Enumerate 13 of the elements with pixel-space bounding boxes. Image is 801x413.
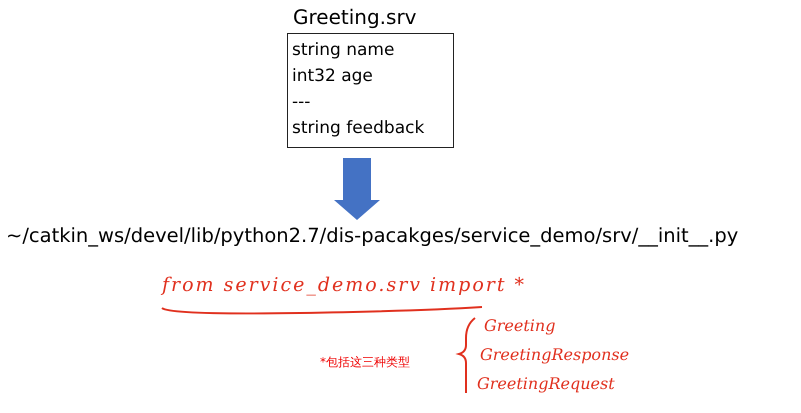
field-line: string name bbox=[292, 39, 394, 62]
file-heading: Greeting.srv bbox=[293, 5, 416, 29]
file-path-text: ~/catkin_ws/devel/lib/python2.7/dis-pacakges/service_demo/srv/__init__.py bbox=[6, 224, 738, 247]
handwritten-import-note: from service_demo.srv import * bbox=[162, 274, 526, 296]
handwritten-type-name: GreetingResponse bbox=[480, 345, 630, 364]
field-line: int32 age bbox=[292, 65, 373, 88]
field-line: string feedback bbox=[292, 117, 424, 140]
handwritten-type-name: GreetingRequest bbox=[477, 374, 615, 393]
message-definition-box bbox=[287, 33, 454, 148]
handwritten-type-name: Greeting bbox=[484, 316, 556, 335]
annotation-text: *包括这三种类型 bbox=[320, 354, 410, 371]
field-line: --- bbox=[292, 91, 310, 114]
block-arrow bbox=[334, 158, 380, 220]
